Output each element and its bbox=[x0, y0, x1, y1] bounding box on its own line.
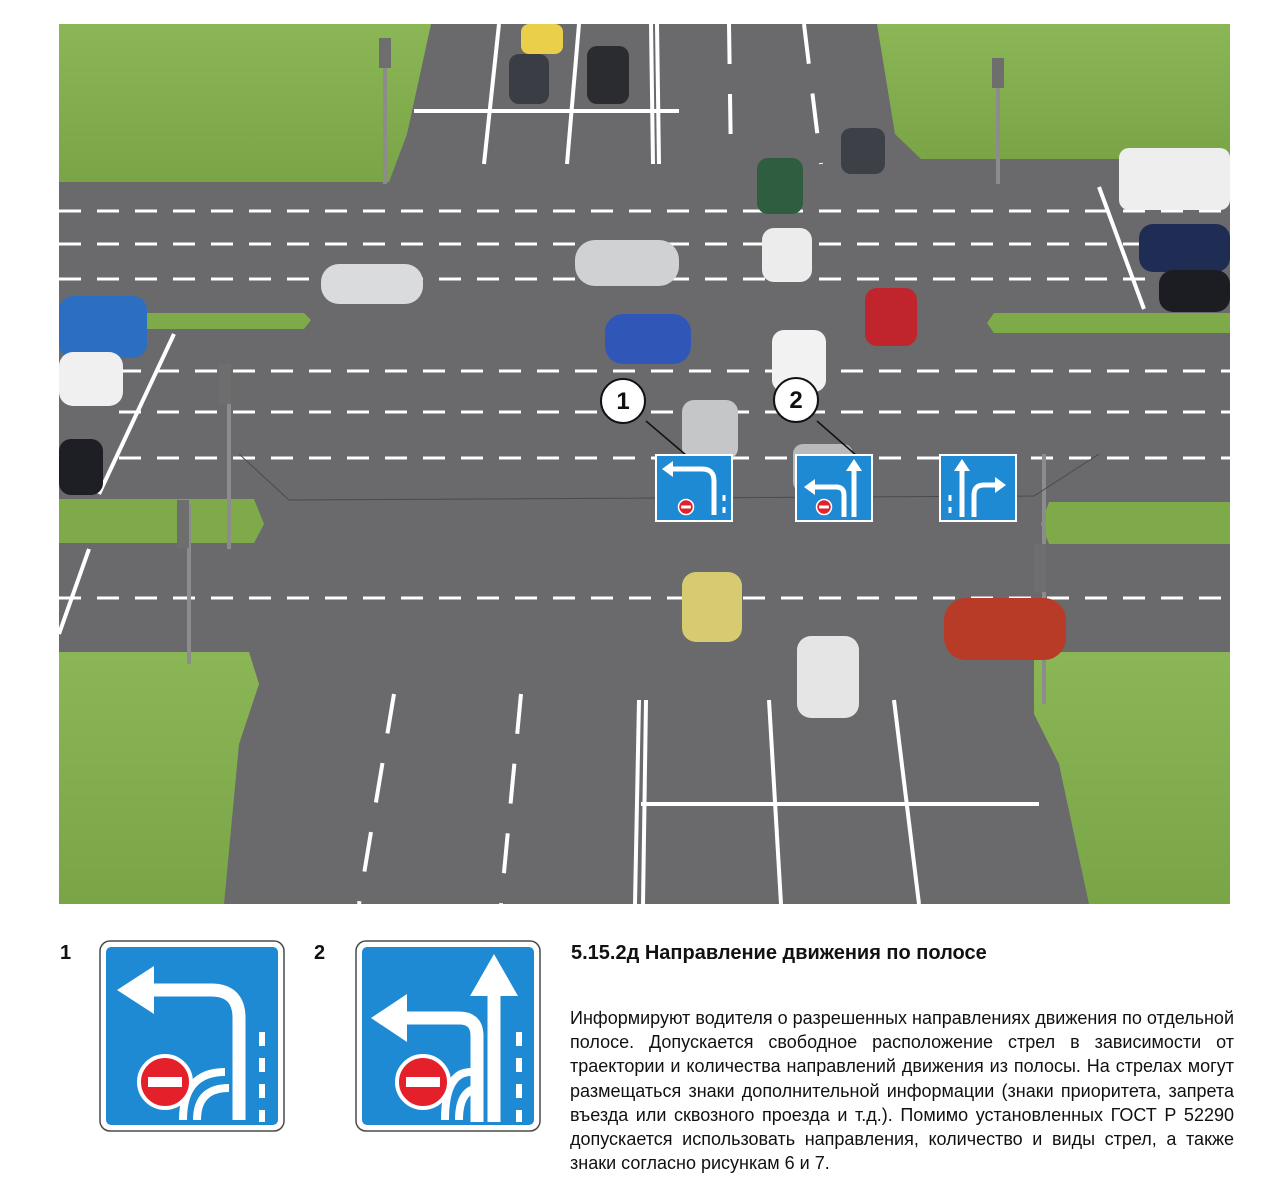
scene-sign-1 bbox=[655, 454, 733, 522]
scene-sign-2 bbox=[795, 454, 873, 522]
intersection-illustration: 1 2 bbox=[59, 24, 1230, 904]
sign-description: Информируют водителя о разрешенных напра… bbox=[570, 1008, 1234, 1174]
grass-bottom-left bbox=[59, 652, 259, 904]
traffic-lights bbox=[177, 38, 1046, 704]
lane-dashes-vertical bbox=[357, 24, 823, 904]
sign-title: 5.15.2д Направление движения по полосе bbox=[571, 942, 987, 964]
sign-1-number: 1 bbox=[60, 942, 72, 964]
median-right-lower bbox=[1041, 502, 1230, 544]
scene-sign-straight-right bbox=[939, 454, 1017, 522]
median-right-upper bbox=[987, 313, 1230, 333]
callout-1: 1 bbox=[600, 378, 694, 462]
sign-1-lane-left-no-entry bbox=[99, 940, 285, 1132]
callout-2-label: 2 bbox=[789, 387, 802, 414]
grass-bottom-right bbox=[1034, 652, 1230, 904]
sign-2-number: 2 bbox=[314, 942, 326, 964]
callout-2: 2 bbox=[773, 377, 858, 457]
median-left-lower bbox=[59, 499, 264, 543]
grass-top-left bbox=[59, 24, 431, 182]
grass-top-right bbox=[877, 24, 1230, 159]
callout-1-label: 1 bbox=[616, 388, 629, 415]
lane-markings-vertical bbox=[59, 24, 1146, 904]
sign-2-lane-left-straight-no-entry bbox=[355, 940, 541, 1132]
cars bbox=[59, 24, 1230, 718]
